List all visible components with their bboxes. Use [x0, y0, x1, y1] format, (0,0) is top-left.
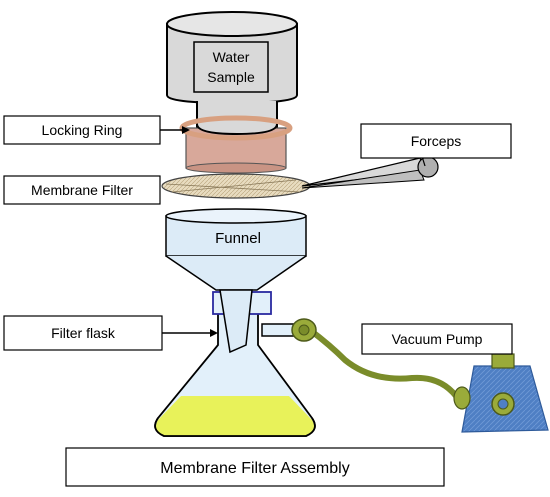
forceps [301, 149, 439, 189]
forceps-label: Forceps [411, 133, 462, 149]
funnel-label: Funnel [215, 230, 261, 247]
locking-ring [179, 115, 293, 174]
locking-ring-label: Locking Ring [42, 122, 123, 138]
membrane-filter-disc [161, 173, 311, 199]
filter-flask-label: Filter flask [51, 325, 116, 341]
forceps-callout: Forceps [360, 123, 512, 159]
caption-label: Membrane Filter Assembly [160, 460, 349, 477]
vacuum-pump-label: Vacuum Pump [392, 331, 483, 347]
water-sample-label-box [193, 41, 269, 93]
vacuum-tube [291, 318, 459, 399]
vacuum-pump-callout: Vacuum Pump [361, 323, 513, 355]
vacuum-pump [453, 353, 549, 433]
locking-ring-callout: Locking Ring [3, 115, 190, 145]
funnel: Funnel [165, 208, 307, 291]
filter-flask [154, 289, 316, 437]
caption-box: Membrane Filter Assembly [65, 447, 445, 487]
membrane-filter-label: Membrane Filter [31, 182, 133, 198]
filter-flask-callout: Filter flask [3, 315, 218, 351]
water-sample-label-line1: Water [213, 49, 250, 65]
membrane-filter-callout: Membrane Filter [3, 175, 161, 205]
water-sample-label-line2: Sample [207, 69, 255, 85]
